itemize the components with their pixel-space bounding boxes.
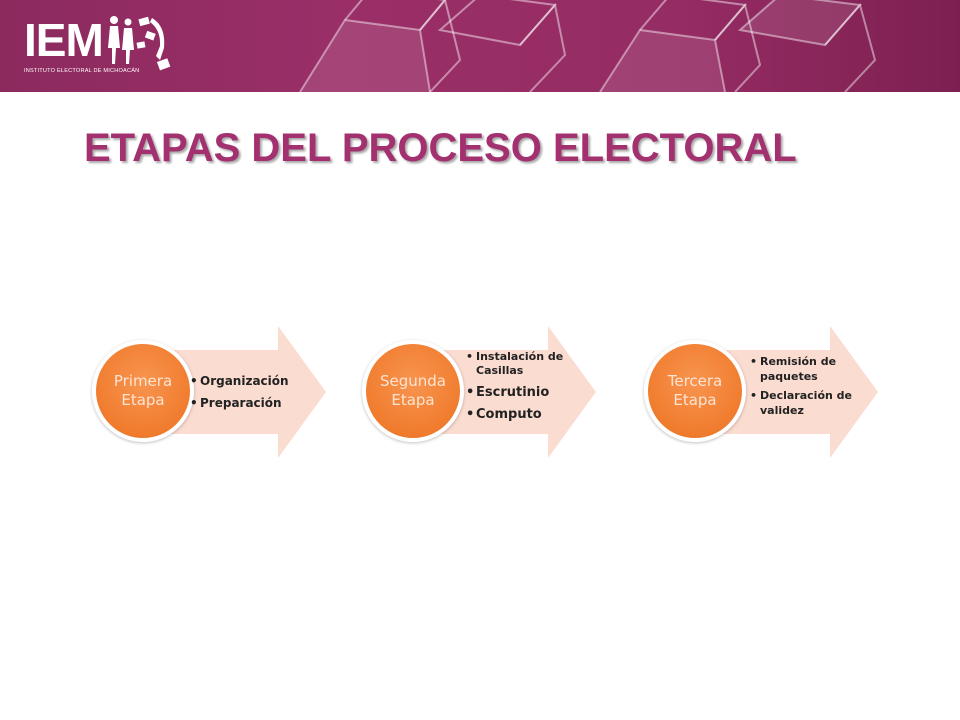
page-title: ETAPAS DEL PROCESO ELECTORAL: [84, 126, 797, 170]
stage-item: Declaración de validez: [750, 388, 870, 418]
stage-item: Computo: [466, 404, 586, 426]
stage-item: Organización: [190, 370, 310, 392]
stage-circle: Tercera Etapa: [644, 340, 746, 442]
stage-item: Escrutinio: [466, 382, 586, 404]
stage-item: Preparación: [190, 392, 310, 414]
stage-item-list: Remisión de paquetes Declaración de vali…: [750, 354, 870, 418]
stage-label: Tercera Etapa: [667, 372, 723, 409]
logo-subtitle: INSTITUTO ELECTORAL DE MICHOACÁN: [24, 68, 140, 74]
header-banner: IEM INSTITUTO ELECTORAL DE MICHOACÁN: [0, 0, 960, 92]
stage-circle: Primera Etapa: [92, 340, 194, 442]
logo-people-icon: [108, 16, 171, 71]
stage-tercera: Tercera Etapa Remisión de paquetes Decla…: [644, 326, 878, 458]
stage-segunda: Segunda Etapa Instalación de Casillas Es…: [362, 326, 596, 458]
iem-logo: IEM INSTITUTO ELECTORAL DE MICHOACÁN: [22, 14, 172, 80]
logo-letters: IEM: [24, 14, 104, 66]
ballot-box-decoration: [299, 0, 877, 92]
stage-label: Primera Etapa: [113, 372, 173, 409]
stage-item-list: Instalación de Casillas Escrutinio Compu…: [466, 350, 586, 426]
stage-item: Instalación de Casillas: [466, 350, 586, 378]
stage-circle: Segunda Etapa: [362, 340, 464, 442]
stage-primera: Primera Etapa Organización Preparación: [92, 326, 326, 458]
stage-item-list: Organización Preparación: [190, 370, 310, 414]
stage-label: Segunda Etapa: [380, 372, 446, 409]
stage-item: Remisión de paquetes: [750, 354, 870, 384]
